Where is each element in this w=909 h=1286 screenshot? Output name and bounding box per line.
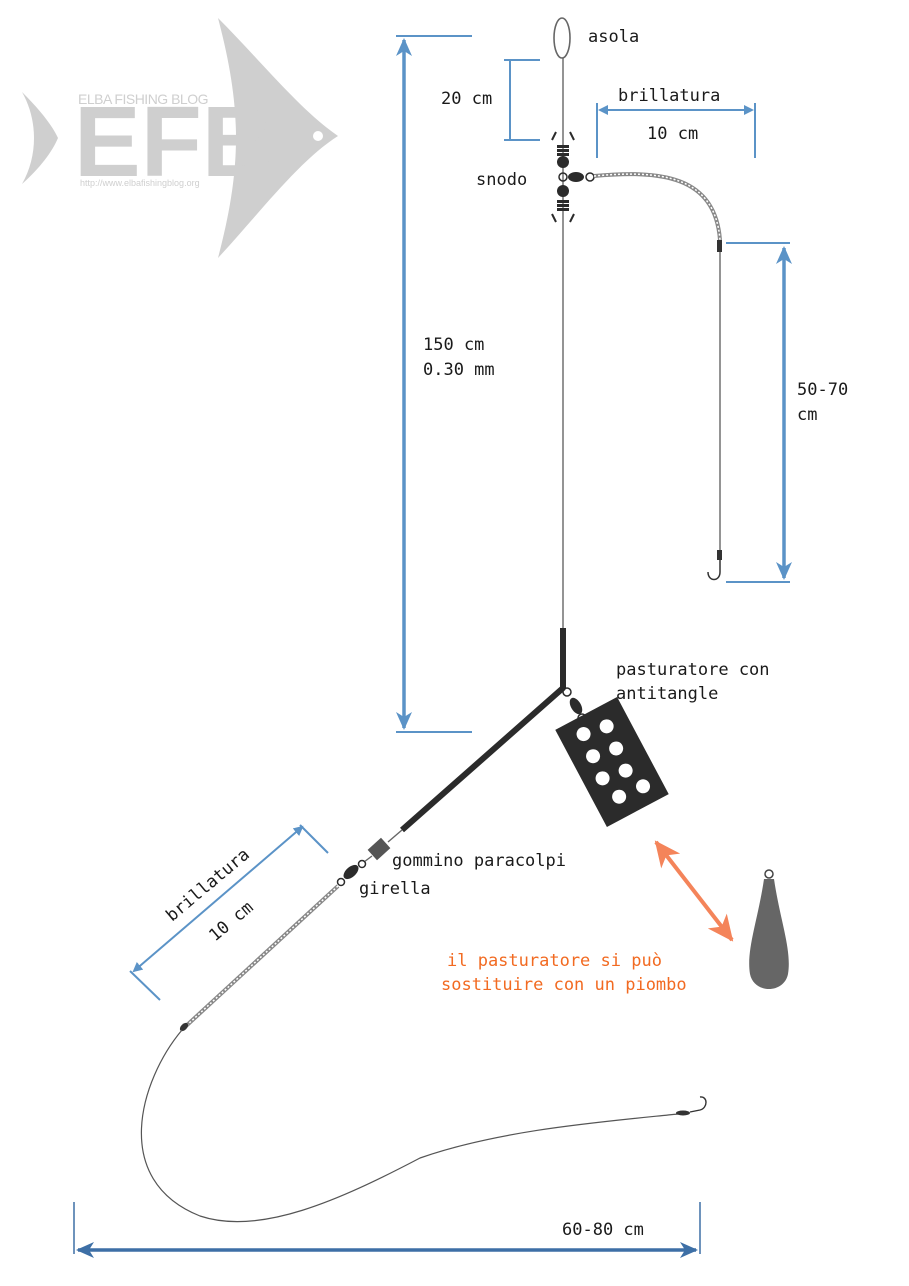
bumper-bead-icon <box>367 837 391 861</box>
hook-icon <box>707 560 721 581</box>
swivel-icon <box>343 864 359 880</box>
dimension-lines <box>396 35 792 733</box>
label-main-diameter: 0.30 mm <box>423 360 495 380</box>
antitangle-boom <box>400 628 587 833</box>
label-20cm: 20 cm <box>441 89 492 109</box>
lower-brillatura-dimension <box>129 824 329 1001</box>
label-leader-length-2: cm <box>797 405 817 425</box>
swap-arrow-icon <box>654 840 734 942</box>
efb-logo: ELBA FISHING BLOG EFB http://www.elbafis… <box>22 18 338 258</box>
label-asola: asola <box>588 27 639 47</box>
label-brillatura-top: brillatura <box>618 86 720 106</box>
loop-icon <box>553 17 571 59</box>
sinker-icon <box>749 869 789 989</box>
top-dropper <box>593 172 722 581</box>
label-10cm-top: 10 cm <box>647 124 698 144</box>
label-note-2: sostituire con un piombo <box>441 975 687 995</box>
label-main-length: 150 cm <box>423 335 484 355</box>
label-10cm-bottom: 10 cm <box>205 898 257 946</box>
label-leader-length-1: 50-70 <box>797 380 848 400</box>
main-line <box>553 17 571 628</box>
three-way-swivel-icon <box>551 131 595 223</box>
feeder-icon <box>555 697 669 827</box>
logo-small-text: ELBA FISHING BLOG <box>78 91 208 107</box>
label-feeder-1: pasturatore con <box>616 660 770 680</box>
logo-url: http://www.elbafishingblog.org <box>80 178 200 188</box>
fish-eye-icon <box>313 131 323 141</box>
fish-logo-icon <box>22 18 338 258</box>
hook-icon <box>689 1096 707 1113</box>
label-feeder-2: antitangle <box>616 684 718 704</box>
label-gommino: gommino paracolpi <box>392 851 566 871</box>
label-girella: girella <box>359 879 431 899</box>
label-bottom-length: 60-80 cm <box>562 1220 644 1240</box>
label-snodo: snodo <box>476 170 527 190</box>
bottom-dimension <box>73 1202 701 1258</box>
label-note-1: il pasturatore si può <box>447 951 662 971</box>
logo-big-text: EFB <box>74 86 274 198</box>
